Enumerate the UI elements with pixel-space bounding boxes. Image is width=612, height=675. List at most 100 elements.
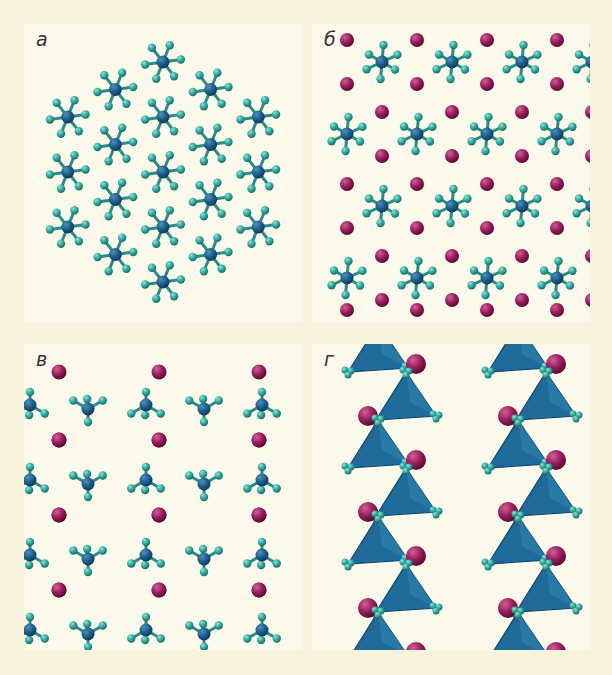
ligand-atom	[157, 484, 165, 492]
panel-illustration	[327, 33, 590, 317]
ligand-atom	[258, 463, 266, 471]
ligand-atom	[218, 264, 226, 272]
cation-atom	[480, 303, 494, 317]
ligand-atom	[213, 69, 221, 77]
ligand-atom	[100, 181, 108, 189]
ligand-atom	[157, 559, 165, 567]
cation-atom	[252, 508, 267, 523]
ligand-atom	[200, 568, 208, 576]
ligand-atom	[566, 137, 574, 145]
ligand-atom	[199, 470, 207, 478]
ligand-atom	[365, 194, 373, 202]
cation-atom	[252, 583, 267, 598]
ligand-atom	[467, 137, 475, 145]
central-atom	[140, 399, 153, 412]
ligand-atom	[166, 206, 174, 214]
ligand-atom	[516, 219, 524, 227]
polyhedron-face	[546, 564, 576, 608]
ligand-atom	[236, 115, 244, 123]
ligand-atom	[496, 281, 504, 289]
polyhedron	[488, 516, 548, 564]
ligand-atom	[236, 170, 244, 178]
ligand-atom	[185, 621, 193, 629]
ligand-atom	[83, 545, 91, 553]
central-atom	[140, 474, 153, 487]
ligand-atom	[543, 372, 550, 379]
cation-atom	[515, 149, 529, 163]
ligand-atom	[199, 620, 207, 628]
ligand-atom	[83, 470, 91, 478]
ligand-atom	[104, 157, 112, 165]
ligand-atom	[25, 486, 33, 494]
ligand-atom	[84, 568, 92, 576]
cation-atom	[252, 583, 267, 598]
ligand-atom	[261, 96, 269, 104]
ligand-atom	[379, 185, 387, 193]
polyhedron-face	[518, 612, 548, 650]
cation-atom	[52, 583, 67, 598]
cation-atom	[406, 450, 426, 470]
polyhedron	[376, 564, 436, 612]
ligand-atom	[566, 281, 574, 289]
ligand-atom	[568, 123, 576, 131]
central-atom	[109, 193, 122, 206]
polyhedron-face	[546, 468, 576, 512]
central-atom	[376, 200, 389, 213]
ligand-atom	[391, 65, 399, 73]
central-atom	[82, 403, 95, 416]
cation-atom	[480, 77, 494, 91]
cation-atom	[546, 546, 566, 566]
ligand-atom	[200, 493, 208, 501]
ligand-atom	[519, 185, 527, 193]
ligand-atom	[257, 561, 265, 569]
ligand-atom	[356, 137, 364, 145]
cation-atom	[406, 354, 426, 374]
ligand-atom	[104, 102, 112, 110]
ligand-atom	[215, 546, 223, 554]
cation-atom	[480, 177, 494, 191]
ligand-atom	[519, 41, 527, 49]
ligand-atom	[127, 484, 135, 492]
ligand-atom	[403, 372, 410, 379]
ligand-atom	[484, 257, 492, 265]
cation-atom	[550, 303, 564, 317]
ligand-atom	[265, 237, 273, 245]
ligand-atom	[586, 219, 590, 227]
central-atom	[516, 56, 529, 69]
panel-letter: в	[36, 350, 47, 369]
label-patch	[33, 28, 51, 51]
ligand-atom	[81, 165, 89, 173]
ligand-atom	[152, 129, 160, 137]
ligand-atom	[200, 102, 208, 110]
cation-atom	[375, 105, 389, 119]
ligand-atom	[118, 69, 126, 77]
ligand-atom	[533, 51, 541, 59]
ligand-atom	[69, 621, 77, 629]
ligand-atom	[170, 72, 178, 80]
ligand-atom	[185, 471, 193, 479]
ligand-atom	[243, 484, 251, 492]
ligand-atom	[572, 65, 580, 73]
ligand-atom	[195, 71, 203, 79]
ligand-atom	[414, 113, 422, 121]
cation-atom	[410, 77, 424, 91]
ligand-atom	[502, 65, 510, 73]
ligand-atom	[215, 396, 223, 404]
ligand-atom	[358, 267, 366, 275]
central-atom	[256, 399, 269, 412]
cation-atom	[152, 583, 167, 598]
ligand-atom	[148, 99, 156, 107]
cation-atom	[585, 149, 590, 163]
polyhedron	[348, 612, 408, 650]
ligand-atom	[200, 418, 208, 426]
central-atom	[198, 553, 211, 566]
ligand-atom	[148, 264, 156, 272]
ligand-atom	[428, 123, 436, 131]
ligand-atom	[141, 115, 149, 123]
ligand-atom	[141, 280, 149, 288]
central-atom	[140, 549, 153, 562]
ligand-atom	[148, 154, 156, 162]
central-atom	[82, 478, 95, 491]
ligand-atom	[141, 636, 149, 644]
ligand-atom	[213, 179, 221, 187]
